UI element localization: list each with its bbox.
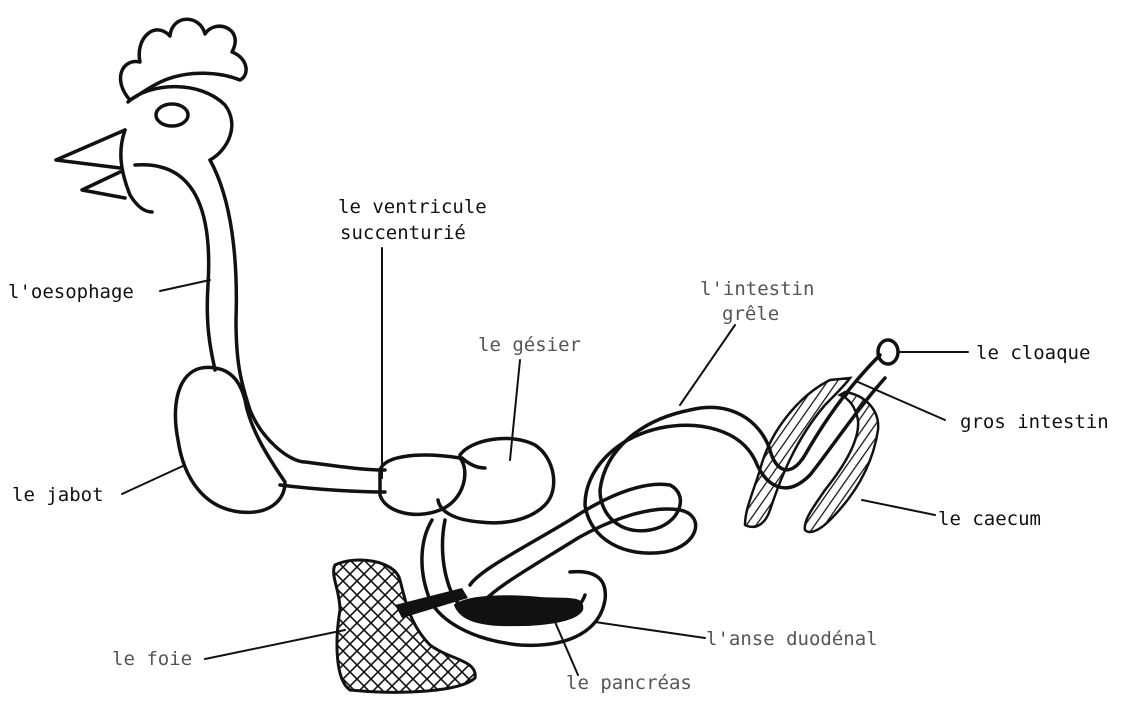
proventriculus [380, 455, 465, 514]
leader-gesier [510, 360, 520, 460]
label-intestin-line1: l'intestin [700, 278, 814, 300]
label-anse: l'anse duodénal [706, 628, 878, 650]
leader-oesophage [160, 280, 210, 291]
eye [156, 104, 188, 126]
label-foie: le foie [112, 648, 192, 670]
label-cloaque: le cloaque [976, 342, 1090, 364]
leader-foie [205, 630, 345, 659]
label-jabot: le jabot [12, 484, 104, 506]
oesophagus-outer [135, 165, 215, 370]
leader-pancreas [552, 615, 578, 675]
label-gros-intestin: gros intestin [960, 411, 1109, 433]
label-gesier: le gésier [478, 334, 581, 356]
crop-to-stomach [280, 485, 385, 492]
leader-anse [595, 622, 705, 638]
head-back [121, 130, 152, 212]
label-pancreas: le pancréas [566, 672, 692, 694]
label-ventricule-line1: le ventricule [338, 196, 487, 218]
leader-intestin [680, 325, 735, 405]
label-intestin-line2: grêle [722, 303, 779, 325]
label-oesophage: l'oesophage [8, 281, 134, 303]
leader-jabot [122, 465, 185, 494]
label-caecum: le caecum [938, 508, 1041, 530]
leader-caecum [862, 500, 935, 515]
gizzard [438, 438, 554, 522]
beak-upper [56, 130, 125, 168]
beak-lower [82, 172, 125, 198]
label-ventricule-line2: succenturié [340, 222, 466, 244]
cloaca [878, 340, 898, 364]
pancreas-shape [455, 596, 582, 625]
